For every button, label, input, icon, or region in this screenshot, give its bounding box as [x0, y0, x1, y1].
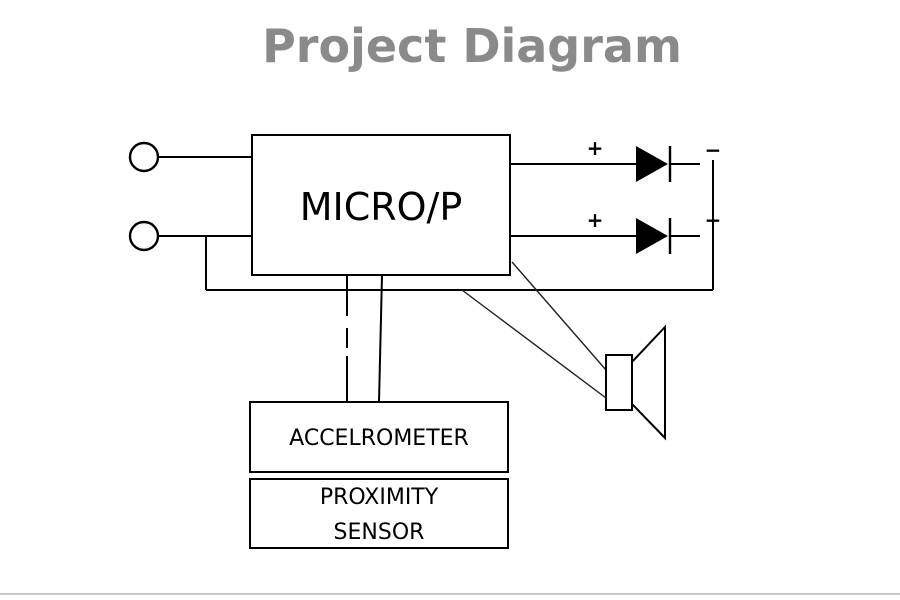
input-terminal-icon — [128, 141, 160, 173]
accelerometer-block: ACCELROMETER — [249, 401, 509, 473]
input-terminal-icon — [128, 220, 160, 252]
led-diode-icon — [636, 218, 672, 254]
led-diode-icon — [636, 146, 672, 182]
speaker-icon — [605, 324, 666, 441]
proximity-label-line1: PROXIMITY — [320, 485, 439, 510]
speaker-wires — [461, 261, 607, 399]
accelerometer-label: ACCELROMETER — [289, 426, 469, 451]
led-1-plus-sign: + — [587, 136, 604, 160]
micro-block: MICRO/P — [251, 134, 511, 276]
led-1-minus-sign: − — [705, 138, 722, 162]
input-terminal-2 — [128, 220, 252, 252]
led-2-minus-sign: − — [705, 208, 722, 232]
led-2: + − — [510, 208, 721, 254]
proximity-sensor-block: PROXIMITY SENSOR — [249, 478, 509, 549]
led-1: + − — [510, 136, 721, 182]
micro-label: MICRO/P — [300, 185, 463, 229]
input-terminal-1 — [128, 141, 252, 173]
proximity-label-line2: SENSOR — [334, 520, 425, 545]
led-2-plus-sign: + — [587, 208, 604, 232]
page-title: Project Diagram — [262, 19, 682, 73]
sensor-wires — [346, 274, 383, 403]
return-wire — [205, 160, 714, 291]
